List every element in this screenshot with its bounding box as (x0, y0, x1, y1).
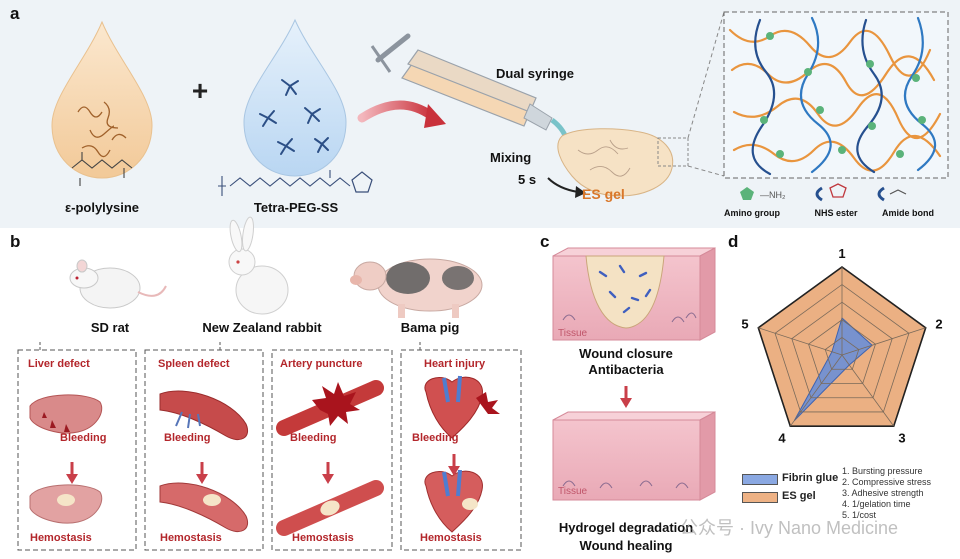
tetra-peg-structure (218, 170, 351, 196)
box-title-liver: Liver defect (28, 358, 90, 370)
nhs-ring (351, 171, 373, 193)
animal-label-pig: Bama pig (400, 320, 460, 335)
panel-label-b: b (10, 232, 21, 251)
amino-group-icon (740, 187, 754, 200)
polylysine-chains (77, 101, 127, 158)
axis-legend-item-1: 1. Bursting pressure (842, 466, 923, 476)
tissue-label-top: Tissue (558, 328, 588, 339)
animal-label-rabbit: New Zealand rabbit (202, 320, 322, 335)
radar-axis-label-1: 1 (838, 246, 845, 261)
heart-injury-box (400, 349, 522, 551)
radar-axis-label-2: 2 (935, 316, 942, 331)
legend-label-es: ES gel (782, 490, 816, 502)
legend-swatch-es (742, 492, 778, 503)
amide-bond-icon (877, 186, 885, 202)
box-result-artery: Hemostasis (292, 532, 354, 544)
panel-label-a: a (10, 4, 20, 23)
legend-swatch-fibrin (742, 474, 778, 485)
watermark: 公众号 · Ivy Nano Medicine (680, 518, 899, 538)
radar-grid-ring-3 (791, 301, 893, 399)
box-bleeding-spleen: Bleeding (164, 432, 211, 444)
step1-line2: Antibacteria (588, 362, 664, 377)
radar-axis-label-4: 4 (778, 431, 786, 446)
nhs-ester-icon (815, 186, 823, 202)
radar-spoke-4 (789, 354, 843, 427)
axis-legend-item-2: 2. Compressive stress (842, 477, 932, 487)
liver-defect-box (17, 349, 137, 551)
box-title-artery: Artery puncture (280, 358, 363, 370)
sd-rat-illustration (69, 259, 167, 309)
box-bleeding-heart: Bleeding (412, 432, 459, 444)
box-title-heart: Heart injury (424, 358, 486, 370)
radar-grid-ring-2 (808, 319, 876, 384)
radar-grid-ring-4 (774, 284, 910, 413)
radar-spoke-2 (841, 327, 926, 356)
heart-healed (424, 469, 483, 533)
tetra-peg-stars (259, 79, 329, 155)
rabbit-illustration (228, 216, 289, 315)
panel-label-d: d (728, 232, 739, 251)
artery-puncture-box (271, 349, 393, 551)
mixing-label: Mixing (490, 150, 532, 165)
animal-label-rat: SD rat (90, 320, 130, 335)
heart-bleeding (424, 375, 500, 439)
spleen-defect-box (144, 349, 264, 551)
box-result-spleen: Hemostasis (160, 532, 222, 544)
amide-bond-label: Amide bond (882, 208, 934, 218)
box-result-heart: Hemostasis (420, 532, 482, 544)
tetra-peg-label: Tetra-PEG-SS (253, 200, 339, 215)
box-title-spleen: Spleen defect (158, 358, 230, 370)
radar-spoke-3 (841, 354, 895, 427)
polylysine-structure (71, 152, 133, 186)
amino-formula: —NH₂ (760, 190, 786, 200)
box-result-liver: Hemostasis (30, 532, 92, 544)
es-gel-blob (557, 128, 674, 197)
polylysine-label: ε-polylysine (64, 200, 140, 215)
amino-group-label: Amino group (724, 208, 780, 218)
polylysine-droplet (51, 20, 153, 179)
dual-syringe-label: Dual syringe (496, 66, 575, 81)
radar-grid-ring-5 (757, 266, 927, 427)
liver-bleeding (29, 394, 103, 434)
tissue-wound-healed (552, 411, 716, 501)
spleen-healed (159, 482, 248, 532)
axis-legend-item-4: 4. 1/gelation time (842, 499, 911, 509)
box-bleeding-artery: Bleeding (290, 432, 337, 444)
dual-syringe-graphic (370, 33, 569, 139)
tissue-label-bottom: Tissue (558, 486, 588, 497)
box-bleeding-liver: Bleeding (60, 432, 107, 444)
mixing-arrow (547, 177, 579, 193)
tissue-wound-closure (552, 247, 716, 341)
axis-legend-list: 1. Bursting pressure 2. Compressive stre… (842, 466, 931, 521)
es-gel-label: ES gel (582, 186, 625, 202)
axis-legend-item-5: 5. 1/cost (842, 510, 877, 520)
time-label: 5 s (518, 172, 537, 187)
legend-label-fibrin: Fibrin glue (782, 472, 839, 484)
radar-grid-ring-1 (824, 336, 860, 370)
radar-axis-label-5: 5 (741, 316, 748, 331)
tetra-peg-droplet (243, 18, 347, 177)
step2-line2: Wound healing (579, 538, 673, 553)
radar-axis-label-3: 3 (898, 431, 905, 446)
radar-spoke-5 (758, 327, 843, 356)
plus-sign: + (192, 75, 208, 106)
process-arrow (357, 100, 437, 123)
axis-legend-item-3: 3. Adhesive strength (842, 488, 924, 498)
amide-bond-markers (760, 32, 926, 158)
panel-label-c: c (540, 232, 550, 251)
spleen-bleeding (159, 390, 248, 440)
step1-line1: Wound closure (579, 346, 673, 361)
nhs-ester-label: NHS ester (814, 208, 858, 218)
step2-line1: Hydrogel degradation (558, 520, 694, 535)
bama-pig-illustration (350, 258, 483, 318)
